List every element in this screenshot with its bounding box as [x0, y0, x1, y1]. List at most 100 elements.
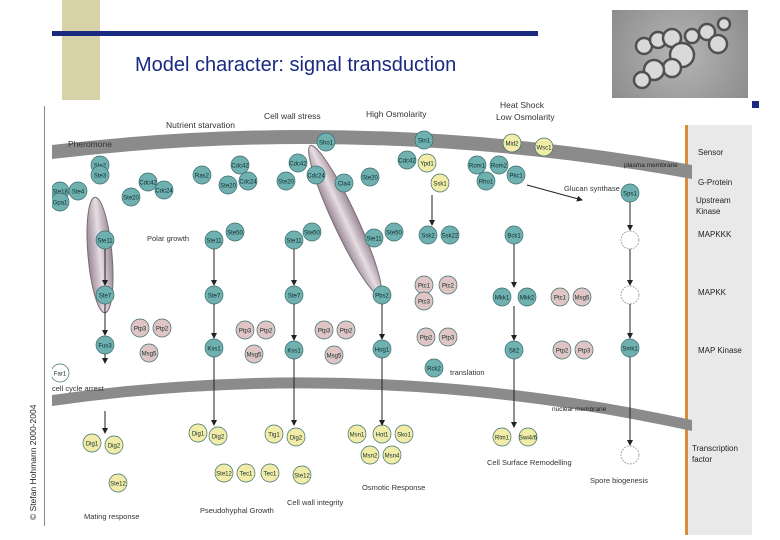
- node-pkc1: Pkc1: [506, 165, 526, 185]
- node-label: Msn1: [350, 433, 365, 439]
- node-circle: [208, 426, 228, 446]
- plasma-membrane: [52, 129, 692, 179]
- node-circle: [572, 287, 592, 307]
- stimulus-label: High Osmolarity: [366, 109, 427, 119]
- pathway-arrow-19: [526, 184, 583, 202]
- node-ste11d: Ste11: [364, 228, 384, 248]
- node-label: Ste18: [52, 190, 68, 196]
- node-circle: [68, 181, 88, 201]
- node-cdc24a: Cdc24: [154, 180, 174, 200]
- node-circle: [574, 340, 594, 360]
- node-label: Tec1: [240, 472, 253, 478]
- node-pbs2b: Pbs2: [372, 285, 392, 305]
- node-rlm1: Rlm1: [492, 427, 512, 447]
- node-label: Ste11: [366, 237, 382, 243]
- node-label: Cdc24: [239, 180, 257, 186]
- node-label: Mid2: [505, 142, 519, 148]
- node-label: Slt2: [509, 349, 520, 355]
- node-circle: [336, 320, 356, 340]
- legend-panel: [687, 125, 752, 535]
- legend-item: Sensor: [698, 148, 724, 157]
- node-ste12a: Ste12: [108, 473, 128, 493]
- legend-item-upstream-2: Kinase: [696, 207, 721, 216]
- node-label: Cdc42: [398, 159, 416, 165]
- nuclear-membrane: [52, 377, 692, 431]
- node-msn4: Msn4: [382, 445, 402, 465]
- node-label: Ptp3: [239, 329, 252, 335]
- node-circle: [440, 225, 460, 245]
- node-label: Ste3: [94, 174, 107, 180]
- node-label: Msg5: [142, 352, 157, 358]
- node-label: Sho1: [319, 141, 334, 147]
- node-circle: [256, 320, 276, 340]
- node-ptp2a: Ptp2: [152, 318, 172, 338]
- node-circle: [414, 130, 434, 150]
- node-label: Rck2: [427, 367, 441, 373]
- node-circle: [438, 275, 458, 295]
- node-dig2a: Dig2: [104, 435, 124, 455]
- node-circle: [104, 435, 124, 455]
- node-label: Ste12: [294, 474, 310, 480]
- node-label: Wsc1: [537, 146, 553, 152]
- node-label: Msn2: [363, 454, 378, 460]
- node-dig2c: Dig2: [286, 427, 306, 447]
- node-sko1: Sko1: [394, 424, 414, 444]
- node-ste4: Ste4: [68, 181, 88, 201]
- legend-border: [685, 125, 688, 535]
- node-circle: [139, 343, 159, 363]
- node-label: Msn4: [385, 454, 400, 460]
- node-cdc42c: Cdc42: [288, 153, 308, 173]
- node-msg5b: Msg5: [244, 344, 264, 364]
- left-accent-bar: [62, 0, 100, 100]
- node-far1: Far1: [52, 363, 70, 383]
- node-circle: [424, 358, 444, 378]
- node-label: Dig1: [192, 432, 205, 438]
- node-label: Cdc24: [155, 189, 173, 195]
- node-ras2: Ras2: [192, 165, 212, 185]
- node-tec1a: Tec1: [236, 463, 256, 483]
- node-ste11a: Ste11: [95, 230, 115, 250]
- node-circle: [214, 463, 234, 483]
- node-label: Ste11: [286, 239, 302, 245]
- outcome-label: Glucan synthase: [564, 184, 620, 193]
- node-label: Ssk1: [433, 182, 447, 188]
- node-label: Ste7: [208, 294, 221, 300]
- node-label: Sln1: [418, 139, 431, 145]
- node-circle: [416, 327, 436, 347]
- node-rho1: Rho1: [476, 171, 496, 191]
- node-label: Ptp2: [260, 329, 273, 335]
- node-cdc42a: Cdc42: [138, 172, 158, 192]
- node-ste7b: Ste7: [204, 285, 224, 305]
- node-circle: [238, 171, 258, 191]
- node-label: Mkk1: [495, 296, 510, 302]
- legend-item-tf-2: factor: [692, 455, 712, 464]
- node-ptc1: Ptc1: [414, 275, 434, 295]
- node-label: Ptc1: [418, 284, 431, 290]
- node-label: Hot1: [376, 433, 389, 439]
- node-circle: [90, 165, 110, 185]
- node-dig2b: Dig2: [208, 426, 228, 446]
- node-circle: [306, 165, 326, 185]
- node-label: Cla4: [338, 182, 351, 188]
- node-ptp3a: Ptp3: [130, 318, 150, 338]
- node-label: Ras2: [195, 174, 210, 180]
- node-circle: [130, 318, 150, 338]
- node-fus3: Fus3: [95, 335, 115, 355]
- stimulus-label: Nutrient starvation: [166, 120, 235, 130]
- legend-item-upstream: Upstream: [696, 196, 731, 205]
- node-hot1: Hot1: [372, 424, 392, 444]
- node-circle: [438, 327, 458, 347]
- node-label: Smk1: [622, 347, 638, 353]
- node-circle: [502, 133, 522, 153]
- node-label: Ste7: [288, 294, 301, 300]
- node-circle: [264, 424, 284, 444]
- node-ste50c: Ste50: [384, 222, 404, 242]
- outcome-label: Osmotic Response: [362, 483, 425, 492]
- legend-item: MAPKK: [698, 288, 727, 297]
- node-rom2: Rom2: [489, 155, 509, 175]
- node-ste50b: Ste50: [302, 222, 322, 242]
- node-circle: [235, 320, 255, 340]
- node-circle: [334, 173, 354, 193]
- node-bck1: Bck1: [504, 225, 524, 245]
- node-circle: [218, 175, 238, 195]
